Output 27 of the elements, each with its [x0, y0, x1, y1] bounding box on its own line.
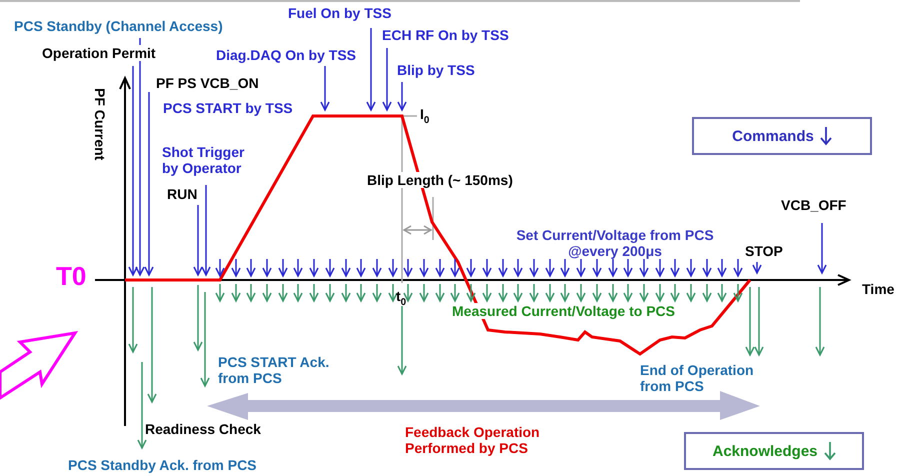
annotation-text: Diag.DAQ On by TSS	[216, 47, 356, 64]
annotation-text: STOP	[745, 243, 783, 260]
annotation-text: VCB_OFF	[781, 197, 846, 214]
legend-label: Commands	[732, 128, 814, 144]
annotation-text: RUN	[167, 186, 198, 202]
annotation-text: Set Current/Voltage from PCS @every 200μs	[515, 227, 715, 260]
annotation-text: PCS START Ack. from PCS	[218, 354, 330, 386]
annotation-text: T0	[56, 262, 86, 292]
legend-label: Acknowledges	[712, 442, 818, 460]
annotation-text: PCS Standby Ack. from PCS	[68, 457, 257, 474]
annotation-text: PF PS VCB_ON	[156, 75, 259, 92]
annotation-text: ECH RF On by TSS	[382, 27, 509, 44]
annotation-text: PF Current	[92, 88, 108, 160]
annotation-text: Blip Length (~ 150ms)	[367, 172, 513, 188]
annotation-text: Feedback Operation Performed by PCS	[405, 424, 541, 456]
annotation-text: Blip by TSS	[397, 62, 475, 78]
annotation-text: Measured Current/Voltage to PCS	[452, 303, 676, 320]
annotation-text: Readiness Check	[145, 421, 261, 438]
annotation-text: Operation Permit	[42, 45, 156, 62]
annotation-text: PCS Standby (Channel Access)	[14, 18, 223, 34]
annotation-text: PCS START by TSS	[163, 100, 293, 116]
annotation-text: t$_{0}$	[396, 288, 406, 308]
annotation-text: Shot Trigger by Operator	[162, 144, 246, 176]
annotation-text: I$_{0}$	[420, 106, 430, 126]
annotation-text: End of Operation from PCS	[640, 362, 755, 394]
annotation-text: Fuel On by TSS	[288, 5, 392, 22]
annotation-text: Time	[862, 281, 894, 298]
